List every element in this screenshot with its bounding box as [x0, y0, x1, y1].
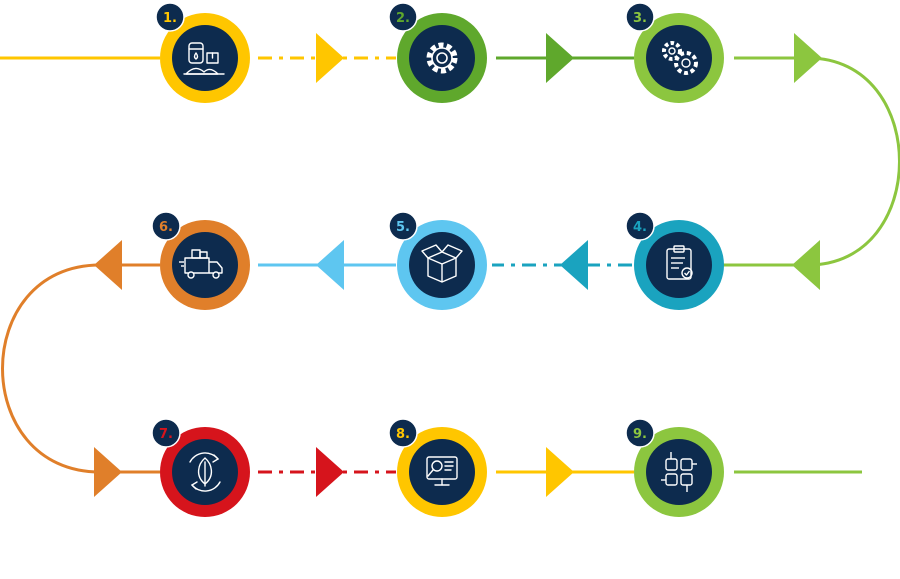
- arrow-left-icon: [560, 240, 588, 290]
- connector-4-5: [492, 240, 632, 290]
- arrow-right-icon: [546, 33, 574, 83]
- step-number: 8.: [396, 427, 410, 442]
- open-box-icon: [421, 244, 463, 283]
- monitor-search-icon: [426, 456, 458, 486]
- joined-hands-icon: [661, 452, 697, 492]
- step-9-node: 9.: [625, 418, 724, 517]
- step-5-node: 5.: [388, 211, 487, 310]
- recycle-leaf-icon: [189, 452, 221, 492]
- connector-1-2: [258, 33, 396, 83]
- step-number: 5.: [396, 220, 410, 235]
- step-number: 6.: [159, 220, 173, 235]
- step-7-node: 7.: [151, 418, 250, 517]
- step-1-node: 1.: [155, 2, 250, 103]
- connector-3-4: [722, 33, 900, 290]
- step-4-node: 4.: [625, 211, 724, 310]
- arrow-right-icon: [794, 33, 822, 83]
- step-8-node: 8.: [388, 418, 487, 517]
- connector-2-3: [496, 33, 634, 83]
- arrow-right-icon: [546, 447, 574, 497]
- arrow-left-icon: [94, 240, 122, 290]
- step-number: 9.: [633, 427, 647, 442]
- step-3-node: 3.: [625, 2, 724, 103]
- step-number: 1.: [163, 11, 177, 26]
- arrow-left-icon: [792, 240, 820, 290]
- step-number: 2.: [396, 11, 410, 26]
- clipboard-check-icon: [666, 245, 693, 280]
- arrow-left-icon: [316, 240, 344, 290]
- raw-materials-icon: [183, 42, 225, 75]
- arrow-right-icon: [94, 447, 122, 497]
- step-number-badge: [156, 3, 184, 31]
- step-2-node: 2.: [388, 2, 487, 103]
- step-number: 4.: [633, 220, 647, 235]
- step-number: 7.: [159, 427, 173, 442]
- arrow-right-icon: [316, 447, 344, 497]
- delivery-truck-icon: [179, 249, 223, 279]
- connector-8-9: [496, 447, 634, 497]
- gears-icon: [662, 41, 698, 75]
- connector-6-7: [1, 240, 160, 497]
- arrow-right-icon: [316, 33, 344, 83]
- connector-7-8: [258, 447, 396, 497]
- connector-5-6: [258, 240, 396, 290]
- step-number: 3.: [633, 11, 647, 26]
- step-6-node: 6.: [151, 211, 250, 310]
- gear-icon: [426, 42, 458, 74]
